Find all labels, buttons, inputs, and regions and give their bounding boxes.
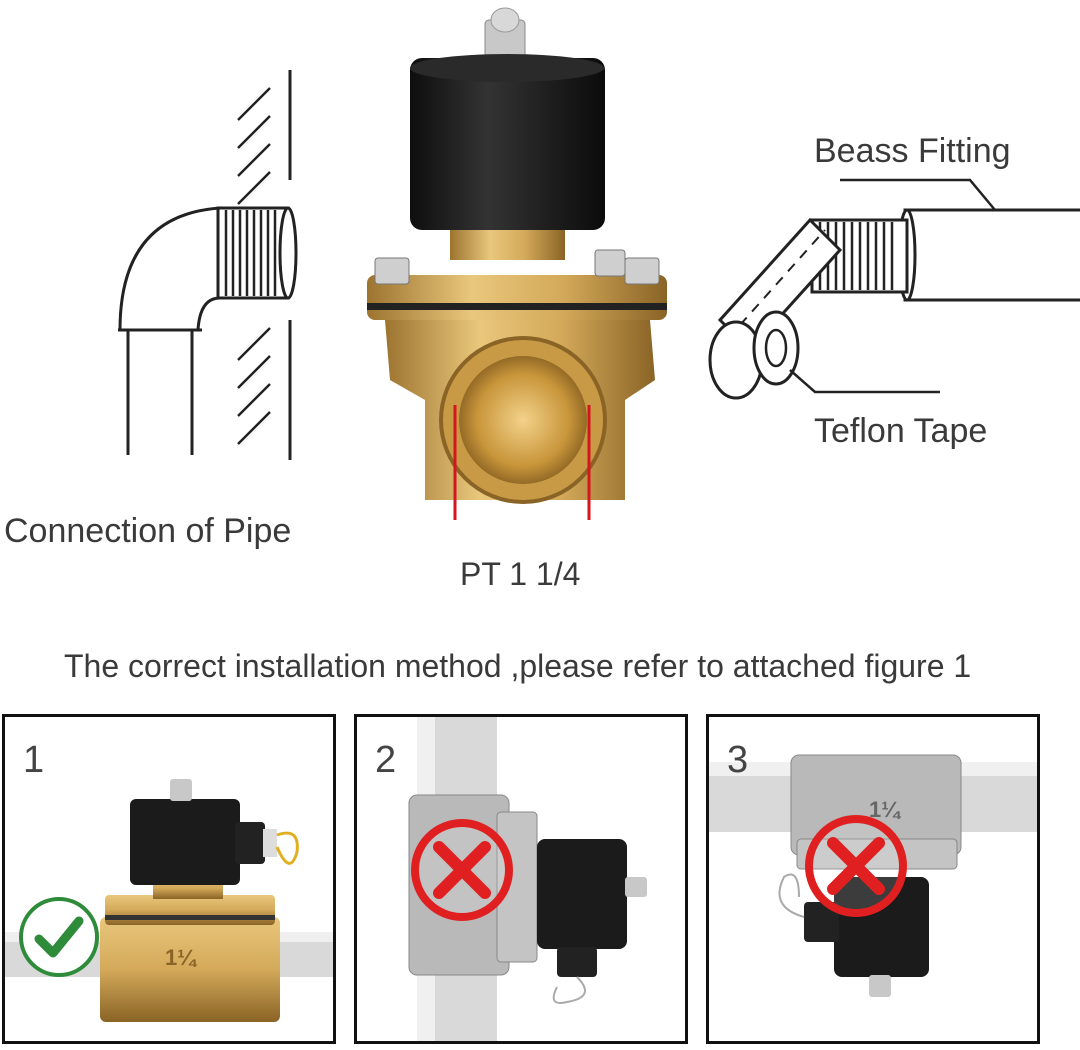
coil bbox=[410, 58, 605, 230]
fitting-label: Beass Fitting bbox=[814, 132, 1011, 170]
coil bbox=[537, 839, 627, 949]
brass-fitting-pipe bbox=[903, 208, 1080, 302]
check-icon bbox=[19, 897, 99, 977]
installation-heading: The correct installation method ,please … bbox=[64, 648, 972, 684]
pipe-connection-label: Connection of Pipe bbox=[4, 512, 292, 550]
valve-vertical-incorrect bbox=[408, 717, 647, 1041]
solenoid-valve-image bbox=[367, 7, 667, 520]
pipe-elbow-diagram bbox=[118, 70, 298, 460]
body-marking: 1¼ bbox=[869, 797, 901, 822]
coil bbox=[130, 799, 240, 885]
figure-panel-2: 2 bbox=[354, 714, 688, 1044]
body-marking: 1¼ bbox=[165, 945, 197, 970]
fitting-tape-diagram bbox=[708, 178, 1080, 400]
figure-panel-1: 1 1¼ bbox=[2, 714, 336, 1044]
teflon-tape-label: Teflon Tape bbox=[814, 412, 988, 450]
panel-number: 3 bbox=[727, 739, 749, 781]
cross-icon bbox=[805, 815, 907, 917]
cross-icon bbox=[411, 819, 513, 921]
panel-number: 1 bbox=[23, 739, 45, 781]
elbow-outline bbox=[118, 206, 222, 332]
coil bbox=[834, 877, 929, 977]
panel-number: 2 bbox=[375, 739, 397, 781]
brass-flange bbox=[367, 275, 667, 320]
valve-horizontal-correct: 1¼ bbox=[5, 779, 333, 1022]
thread-size-label: PT 1 1/4 bbox=[460, 556, 581, 592]
valve-inverted-incorrect: 1¼ bbox=[709, 754, 1037, 997]
figure-panel-3: 1¼ 3 bbox=[706, 714, 1040, 1044]
wall-hatch bbox=[237, 87, 271, 445]
